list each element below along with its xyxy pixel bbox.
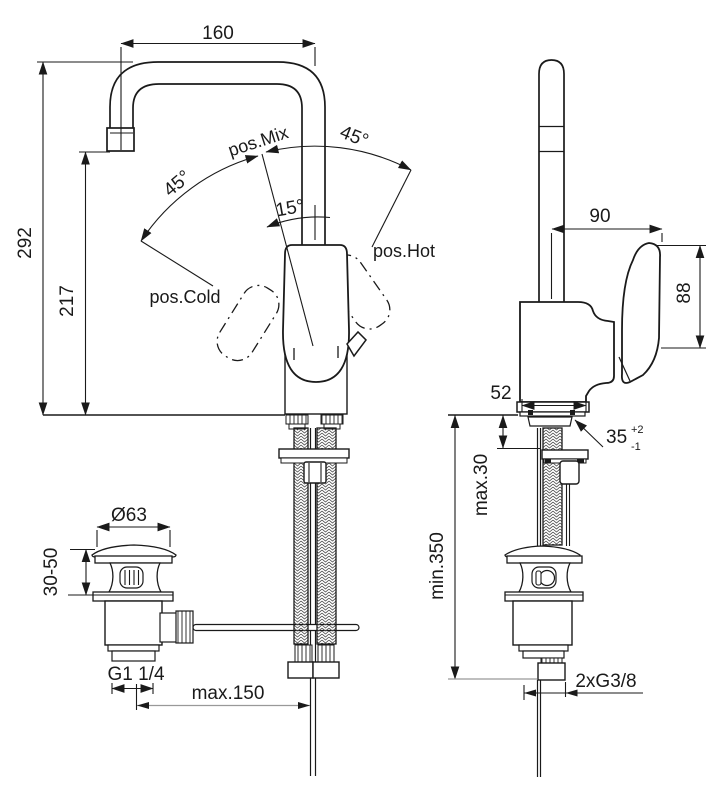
popup-waste-front bbox=[91, 544, 194, 662]
supply-hoses-front bbox=[192, 414, 360, 776]
pos-hot-label: pos.Hot bbox=[373, 241, 435, 261]
front-dimensions bbox=[37, 39, 316, 710]
swivel-angle-left-label: 45° bbox=[160, 167, 196, 202]
rod-offset-label: max.150 bbox=[192, 683, 265, 704]
handle-side bbox=[621, 242, 661, 384]
spout-reach-label: 160 bbox=[202, 23, 234, 44]
outlet-height-label: 217 bbox=[57, 285, 78, 317]
faucet-body-side bbox=[519, 301, 615, 403]
mounting-flange-side bbox=[541, 449, 589, 460]
swivel-arc-left bbox=[140, 155, 259, 242]
hole-diameter-leader bbox=[574, 419, 604, 448]
swivel-radial-right bbox=[371, 169, 412, 248]
base-depth-label: 52 bbox=[490, 383, 511, 404]
mounting-flange-front bbox=[278, 448, 350, 459]
hose-nut-right bbox=[312, 661, 340, 679]
side-dimensions bbox=[448, 224, 706, 700]
deck-gasket bbox=[527, 416, 573, 427]
hole-diameter-label: 35 bbox=[606, 427, 627, 448]
pos-mix-label: pos.Mix bbox=[226, 122, 291, 160]
supply-hose-side bbox=[536, 427, 589, 777]
mix-axis-line bbox=[261, 153, 314, 347]
popup-waste-side bbox=[504, 545, 584, 681]
total-height-label: 292 bbox=[15, 227, 36, 259]
deck-thickness-label: max.30 bbox=[471, 454, 492, 516]
handle-position-cold bbox=[216, 284, 280, 362]
hose-nut-left bbox=[287, 661, 314, 679]
rod-coupling-side bbox=[559, 460, 580, 485]
waste-tailpiece bbox=[111, 650, 156, 662]
spout-side bbox=[538, 59, 565, 302]
waste-diameter-label: Ø63 bbox=[111, 505, 147, 526]
hole-tolerance-minus-label: -1 bbox=[631, 441, 641, 453]
swivel-arc-right bbox=[265, 144, 412, 171]
faucet-body-front bbox=[282, 244, 350, 383]
mix-angle-arc bbox=[266, 216, 331, 228]
clamping-range-label: 30-50 bbox=[41, 548, 62, 597]
pos-cold-label: pos.Cold bbox=[149, 287, 220, 307]
hose-length-label: min.350 bbox=[427, 532, 448, 600]
base-plate-side bbox=[516, 401, 590, 413]
rod-coupling-front bbox=[303, 461, 327, 484]
swivel-radial-left bbox=[140, 240, 214, 287]
mix-angle-label: 15° bbox=[274, 196, 306, 222]
front-view: 160 292 217 45° 45° pos.Mix 15° pos.Hot … bbox=[15, 23, 435, 776]
lever-pin bbox=[346, 330, 367, 358]
supply-connection-nut bbox=[537, 662, 566, 681]
side-view: 90 88 52 35 +2 -1 max.30 min.350 2xG3/8 bbox=[427, 59, 706, 777]
handle-height-label: 88 bbox=[674, 282, 695, 303]
waste-plug-cap bbox=[91, 544, 177, 558]
linkage-port bbox=[159, 612, 178, 643]
handle-reach-label: 90 bbox=[589, 206, 610, 227]
waste-thread-label: G1 1/4 bbox=[107, 664, 164, 685]
supply-thread-label: 2xG3/8 bbox=[575, 671, 636, 692]
hole-tolerance-plus-label: +2 bbox=[631, 424, 644, 436]
